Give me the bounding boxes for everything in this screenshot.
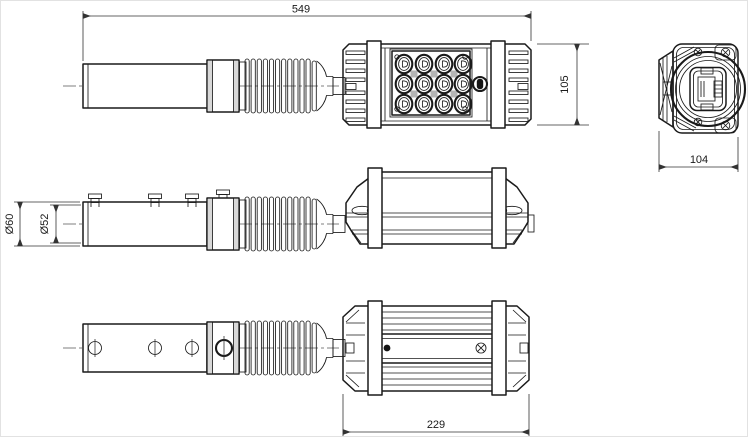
rear-stub [527,214,535,233]
plate-pin [383,344,391,352]
dimension-label-d60: Ø60 [4,214,16,235]
side-view-head [345,167,535,249]
dimension-label-105: 105 [559,75,571,93]
side-view-bellows [206,196,346,252]
handle-screw-cap [88,193,102,207]
left-clamp-band [366,40,382,129]
collar-hole [214,336,234,360]
dimension-label-104: 104 [690,154,708,166]
led-panel [391,50,471,116]
dimension-end-width: 104 [658,131,739,172]
led-spacer-squares [410,70,458,98]
connector-block [689,66,727,112]
dimension-label-229: 229 [427,419,445,431]
handle-hole [185,339,199,357]
bottom-view-handle [82,323,208,373]
handle-hole [88,339,102,357]
bottom-view-bellows [206,320,346,376]
dimension-handle-outer-diameter: Ø60 [4,201,80,247]
power-button [471,75,489,93]
right-clamp-band [491,167,507,249]
top-view-bellows [206,58,346,114]
lens-bezel [669,50,747,128]
left-fins [345,50,366,122]
handle-screw-cap [148,193,162,207]
bottom-view [63,300,530,396]
end-view [658,43,747,134]
dimension-label-d52: Ø52 [39,214,51,235]
right-clamp-band [491,300,507,396]
top-view [63,40,532,129]
plate-screw [475,342,487,354]
top-view-handle [82,63,209,109]
dimension-label-549: 549 [292,4,310,16]
handle-screw-cap [185,193,199,207]
led-array [394,53,473,115]
top-view-head [342,40,532,129]
side-view [63,167,535,252]
right-fins [508,50,529,122]
dimension-head-length: 229 [342,394,530,436]
right-clamp-band [490,40,506,129]
side-view-handle [82,189,230,247]
dimension-handle-bore-diameter: Ø52 [39,204,81,244]
bottom-view-head [342,300,530,396]
left-clamp-band [367,300,383,396]
dimension-head-height: 105 [537,43,589,126]
hinge-nub [662,81,674,96]
handle-hole [148,339,162,357]
left-clamp-band [367,167,383,249]
collar-screw-cap [216,189,230,199]
dimension-overall-length: 549 [82,4,532,61]
